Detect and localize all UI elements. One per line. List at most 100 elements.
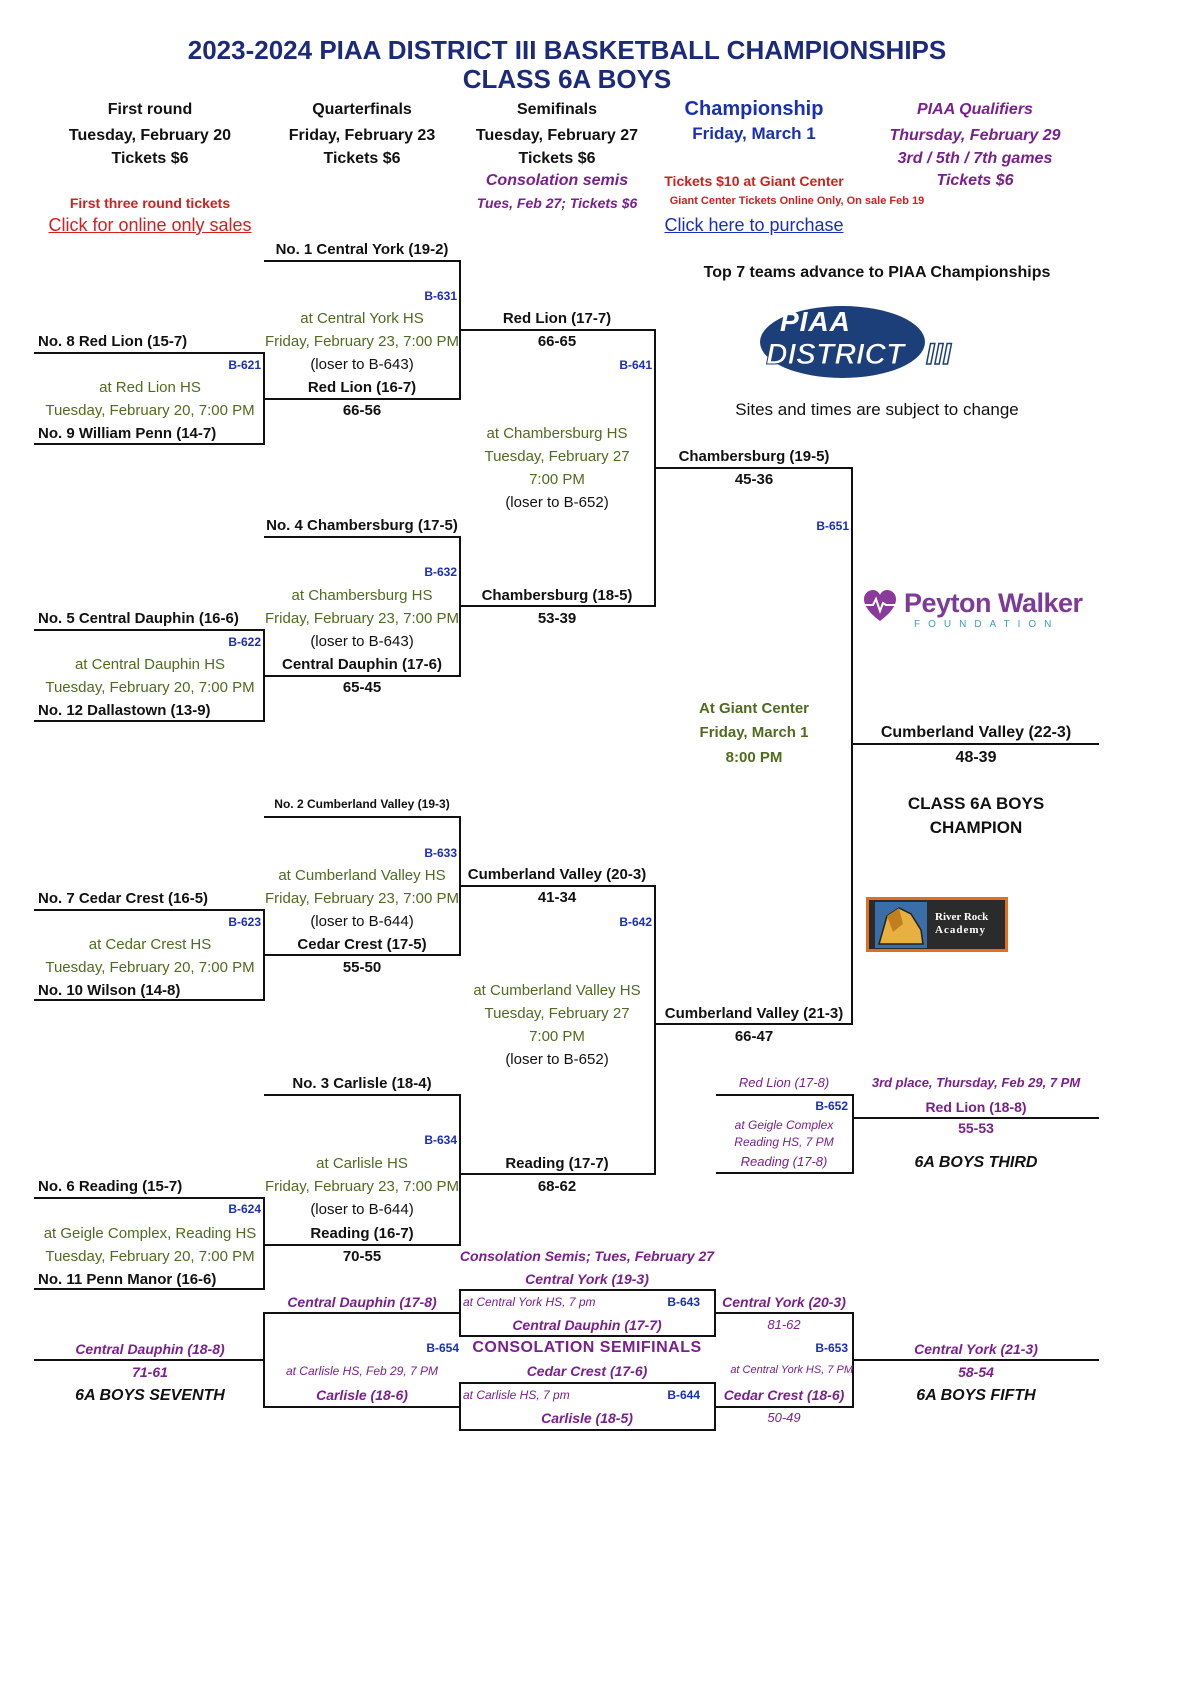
bracket-line [716, 1094, 854, 1096]
bracket-line [264, 675, 461, 677]
game-site: at Central York HS, 7 pm [463, 1295, 596, 1309]
champion-team: Cumberland Valley (22-3) [880, 724, 1072, 741]
game-site: at Cumberland Valley HS [278, 867, 446, 884]
sponsor-subtitle: FOUNDATION [914, 619, 1060, 630]
round-name: Championship [684, 98, 824, 120]
sponsor-name-line1: River Rock [935, 911, 989, 923]
game-site: at Carlisle HS, 7 pm [463, 1388, 570, 1402]
online-note: Giant Center Tickets Online Only, On sal… [669, 195, 925, 207]
game-site: at Carlisle HS [316, 1155, 408, 1172]
game-score: 70-55 [342, 1248, 382, 1265]
champion-score: 48-39 [955, 749, 997, 766]
game-score: 55-50 [342, 959, 382, 976]
peyton-walker-logo: Peyton Walker FOUNDATION [862, 586, 1083, 634]
team-bottom: Chambersburg (18-5) [481, 587, 633, 604]
consolation-note: Consolation semis [485, 172, 629, 189]
game-code: B-644 [667, 1388, 700, 1402]
bracket-line [655, 1023, 853, 1025]
third-place-winner: Red Lion (18-8) [925, 1099, 1027, 1115]
bracket-line [34, 999, 265, 1001]
fifth-place-winner: Central York (21-3) [914, 1341, 1038, 1357]
game-time: 7:00 PM [529, 471, 585, 488]
river-rock-logo: River Rock Academy [866, 897, 1008, 952]
bracket-line [264, 260, 461, 262]
bracket-line [34, 909, 265, 911]
bracket-line [264, 816, 461, 818]
game-time: 7:00 PM [529, 1028, 585, 1045]
game-site: At Giant Center [698, 700, 810, 717]
game-code: B-641 [619, 358, 652, 372]
advance-note: Top 7 teams advance to PIAA Championship… [703, 264, 1051, 281]
game-site-time: Reading HS, 7 PM [734, 1135, 834, 1149]
team-top: No. 7 Cedar Crest (16-5) [38, 890, 209, 907]
page-title: 2023-2024 PIAA DISTRICT III BASKETBALL C… [187, 35, 947, 65]
game-code: B-621 [228, 358, 261, 372]
top-score: 81-62 [767, 1317, 801, 1332]
team-top: Cumberland Valley (20-3) [467, 866, 647, 883]
game-site: at Geigle Complex [734, 1118, 834, 1132]
game-time: Tuesday, February 20, 7:00 PM [45, 402, 255, 419]
team-top: No. 8 Red Lion (15-7) [38, 333, 188, 350]
bracket-line [264, 398, 461, 400]
piaa-district-logo: PIAA DISTRICT III [760, 302, 970, 382]
game-score: 65-45 [342, 679, 382, 696]
bracket-line [264, 954, 461, 956]
game-code: B-651 [816, 519, 849, 533]
bracket-line [460, 329, 656, 331]
seventh-place-score: 71-61 [132, 1364, 168, 1380]
sponsor-name: Peyton Walker [904, 588, 1083, 618]
bracket-line [34, 629, 265, 631]
bracket-line [851, 467, 853, 1025]
game-time: Tuesday, February 20, 7:00 PM [45, 679, 255, 696]
bracket-line [264, 1312, 460, 1314]
bracket-line [459, 1382, 461, 1431]
tickets-note: First three round tickets [69, 195, 231, 211]
game-code: B-643 [667, 1295, 700, 1309]
round-date: Friday, March 1 [692, 124, 816, 143]
loser-note: (loser to B-652) [505, 494, 609, 511]
game-site: at Chambersburg HS [291, 587, 433, 604]
winner-team: Cedar Crest (17-5) [297, 936, 427, 953]
round-date: Tuesday, February 20 [68, 127, 232, 144]
team-bottom: No. 12 Dallastown (13-9) [38, 702, 211, 719]
game-date: Tuesday, February 27 [484, 448, 630, 465]
bracket-line [715, 1406, 854, 1408]
game-time: Tuesday, February 20, 7:00 PM [45, 1248, 255, 1265]
game-time: Friday, February 23, 7:00 PM [265, 1178, 459, 1195]
page-subtitle: CLASS 6A BOYS [462, 64, 672, 94]
bracket-line [716, 1172, 854, 1174]
game-site: at Cedar Crest HS [88, 936, 212, 953]
purchase-link[interactable]: Click here to purchase [664, 215, 844, 235]
third-place-title: 3rd place, Thursday, Feb 29, 7 PM [871, 1075, 1081, 1090]
round-tickets: Tickets $6 [518, 150, 596, 167]
game-time: Friday, February 23, 7:00 PM [265, 610, 459, 627]
team-bottom: Reading (17-7) [505, 1155, 609, 1172]
bracket-line [460, 1335, 716, 1337]
round-date: Tuesday, February 27 [475, 127, 639, 144]
bracket-line [655, 467, 853, 469]
team-bottom: No. 9 William Penn (14-7) [38, 425, 217, 442]
team-top: No. 6 Reading (15-7) [38, 1178, 183, 1195]
seed-team: No. 2 Cumberland Valley (19-3) [274, 797, 450, 811]
round-name: Quarterfinals [312, 101, 412, 118]
champion-title: CLASS 6A BOYS [907, 794, 1045, 813]
game-code: B-632 [424, 565, 457, 579]
bracket-line [264, 1094, 461, 1096]
game-score: 66-56 [342, 402, 382, 419]
online-sales-link[interactable]: Click for online only sales [48, 215, 252, 235]
consolation-header: Consolation Semis; Tues, February 27 [459, 1248, 715, 1264]
game-site: at Red Lion HS [99, 379, 201, 396]
game-time: Friday, February 23, 7:00 PM [265, 333, 459, 350]
game-time: Friday, February 23, 7:00 PM [265, 890, 459, 907]
team-bottom: No. 10 Wilson (14-8) [38, 982, 181, 999]
team-top: No. 5 Central Dauphin (16-6) [38, 610, 239, 627]
game-code: B-652 [815, 1099, 848, 1113]
bracket-line [460, 1429, 716, 1431]
team-bottom: Cedar Crest (18-6) [723, 1387, 845, 1403]
game-site: at Geigle Complex, Reading HS [43, 1225, 257, 1242]
round-tickets: Tickets $6 [936, 172, 1014, 189]
game-site: at Cumberland Valley HS [473, 982, 641, 999]
game-code: B-631 [424, 289, 457, 303]
game-site: at Central York HS [300, 310, 424, 327]
bracket-line [34, 443, 265, 445]
